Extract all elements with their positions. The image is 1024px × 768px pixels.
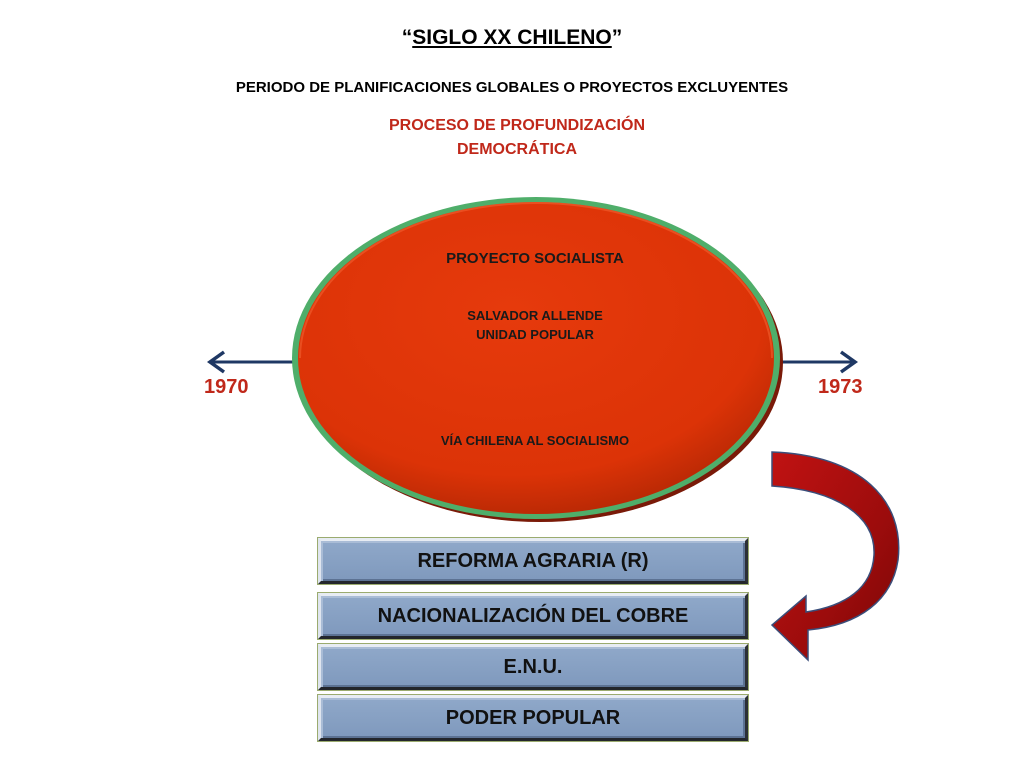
year-end-label: 1973 [818, 376, 863, 398]
curved-down-arrow [770, 451, 900, 662]
measure-bar-agrarian-reform: REFORMA AGRARIA (R) [318, 538, 748, 584]
process-line-2: DEMOCRÁTICA [457, 141, 577, 158]
period-subtitle: PERIODO DE PLANIFICACIONES GLOBALES O PR… [235, 79, 789, 96]
page-title: “SIGLO XX CHILENO” [401, 26, 623, 49]
measure-bar-copper-nationalization: NACIONALIZACIÓN DEL COBRE [318, 593, 748, 639]
process-line-1: PROCESO DE PROFUNDIZACIÓN [388, 117, 645, 134]
socialist-project-ellipse [292, 197, 783, 522]
measure-bar-enu: E.N.U. [318, 644, 748, 690]
measure-bar-popular-power: PODER POPULAR [318, 695, 748, 741]
leader-block: SALVADOR ALLENDE UNIDAD POPULAR [420, 306, 650, 344]
process-heading: PROCESO DE PROFUNDIZACIÓN DEMOCRÁTICA [0, 114, 1024, 162]
coalition-name: UNIDAD POPULAR [476, 327, 594, 342]
chilean-way-label: VÍA CHILENA AL SOCIALISMO [440, 433, 630, 448]
project-heading: PROYECTO SOCIALISTA [446, 250, 624, 267]
year-start-label: 1970 [204, 376, 249, 398]
leader-name: SALVADOR ALLENDE [467, 308, 603, 323]
